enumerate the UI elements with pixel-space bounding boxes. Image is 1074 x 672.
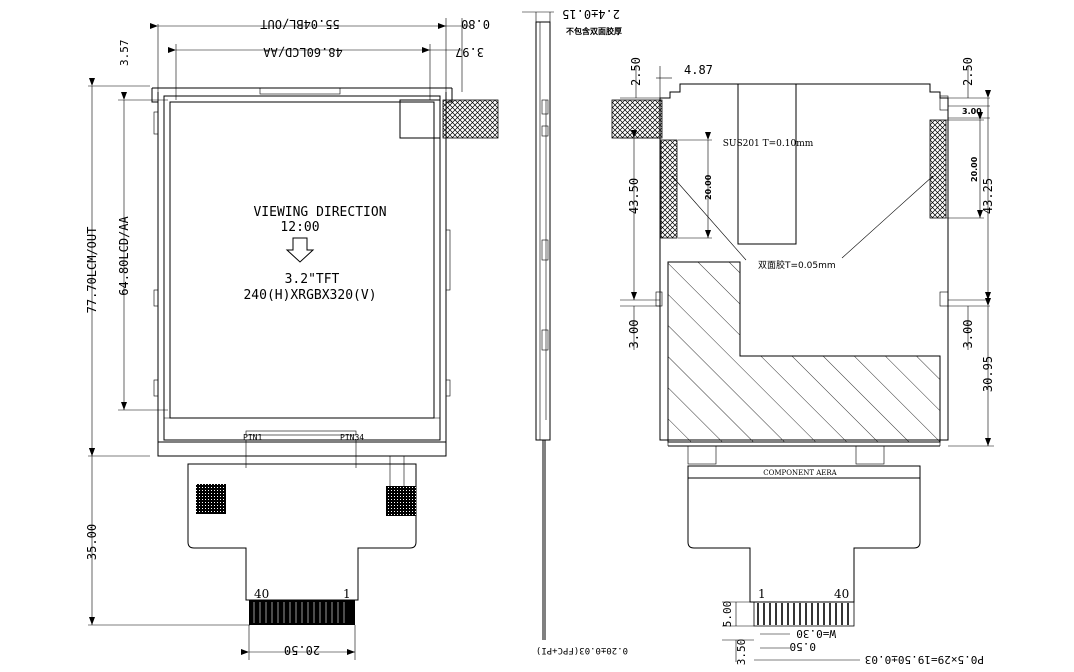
back-connector-contacts — [753, 601, 855, 627]
dim-250-right: 2.50 — [961, 57, 975, 86]
tape-strip-right — [929, 119, 947, 219]
dim-500: 5.00 — [721, 601, 734, 628]
fpc-hatch-top-right — [442, 99, 499, 139]
resolution-label: 240(H)XRGBX320(V) — [243, 288, 376, 303]
panel-size-label: 3.2"TFT — [285, 272, 340, 287]
dim-300-right: 3.00 — [961, 320, 975, 349]
dim-350: 3.50 — [735, 639, 748, 666]
dim-lcd-aa-height: 64.80LCD/AA — [117, 215, 131, 295]
back-hatched-area — [667, 261, 941, 443]
dim-300-top: 3.00 — [962, 107, 982, 116]
back-conn-left-num: 1 — [758, 587, 766, 601]
dim-250-left: 2.50 — [629, 57, 643, 86]
front-conn-right-num: 1 — [343, 587, 351, 601]
dim-4325: 43.25 — [981, 178, 995, 214]
dim-bl-out: 55.04BL/OUT — [260, 17, 339, 31]
dim-487: 4.87 — [684, 63, 713, 77]
side-fpc-thickness: 0.20±0.03(FPC+PI) — [536, 645, 628, 655]
dim-2000-left: 20.00 — [704, 174, 713, 200]
dim-4350: 43.50 — [627, 178, 641, 214]
dim-2000-right: 20.00 — [970, 156, 979, 182]
back-hatch-top-left — [611, 99, 663, 139]
fpc-pad-right — [386, 486, 416, 516]
side-thickness: 2.4±0.15 — [562, 7, 620, 21]
dim-357: 3.57 — [118, 40, 131, 67]
back-conn-right-num: 40 — [834, 587, 849, 601]
side-note-cn: 不包含双面胶厚 — [566, 26, 622, 36]
dim-lcd-aa-width: 48.60LCD/AA — [262, 45, 342, 59]
down-arrow-icon — [285, 237, 315, 263]
dim-lcm-out-height: 77.70LCM/OUT — [85, 227, 99, 314]
dim-080: 0.80 — [461, 17, 490, 31]
dim-3095: 30.95 — [981, 356, 995, 392]
fpc-pad-left — [196, 484, 226, 514]
dim-w030: W=0.30 — [796, 627, 836, 640]
sus-label: SUS201 T=0.10mm — [723, 139, 814, 149]
front-view: 55.04BL/OUT 0.80 48.60LCD/AA 3.97 3.57 7… — [85, 17, 499, 660]
pin1-label: PIN1 — [243, 433, 262, 442]
component-area-label: COMPONENT AERA — [763, 469, 837, 477]
side-view: 2.4±0.15 不包含双面胶厚 0.20±0.03(FPC+PI) — [522, 7, 628, 655]
dim-fpc-length: 35.00 — [85, 524, 99, 560]
dim-397: 3.97 — [455, 45, 484, 59]
clock-label: 12:00 — [280, 220, 319, 235]
tape-strip-left — [660, 139, 678, 239]
dim-pitch: P0.5×29=19.50±0.03 — [865, 653, 984, 666]
dim-fpc-width: 20.50 — [284, 643, 320, 657]
dim-050: 0.50 — [790, 640, 817, 653]
pin34-label: PIN34 — [340, 433, 364, 442]
back-view: SUS201 T=0.10mm 双面胶T=0.05mm 2.50 4.87 43… — [611, 57, 995, 666]
tape-label: 双面胶T=0.05mm — [758, 259, 836, 271]
dim-300-left: 3.00 — [627, 320, 641, 349]
viewing-direction-label: VIEWING DIRECTION — [253, 205, 386, 220]
front-conn-left-num: 40 — [254, 587, 269, 601]
